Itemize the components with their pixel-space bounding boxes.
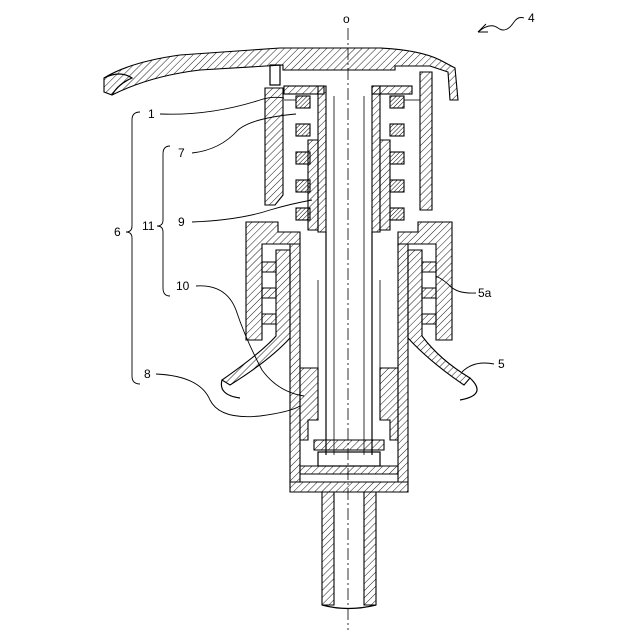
inner-stem (326, 96, 372, 455)
label-9: 9 (178, 215, 185, 229)
label-5a: 5a (478, 286, 492, 300)
label-6: 6 (114, 225, 121, 239)
pump-cylinder (290, 244, 408, 492)
label-5: 5 (498, 357, 505, 371)
reference-5: 5 (462, 357, 505, 372)
reference-1: 1 (148, 97, 284, 121)
center-axis: o (343, 12, 350, 630)
reference-11: 11 (142, 146, 170, 296)
label-7: 7 (178, 146, 185, 160)
label-10: 10 (176, 279, 190, 293)
reference-9: 9 (178, 200, 312, 229)
reference-8: 8 (144, 367, 300, 417)
axis-marker: o (343, 12, 350, 26)
stem-assembly (284, 86, 420, 232)
reference-4: 4 (478, 11, 535, 32)
reference-6: 6 (114, 112, 140, 384)
label-8: 8 (144, 367, 151, 381)
label-11: 11 (142, 219, 155, 233)
label-4: 4 (528, 11, 535, 25)
label-1: 1 (148, 107, 155, 121)
suction-tube (322, 492, 376, 609)
